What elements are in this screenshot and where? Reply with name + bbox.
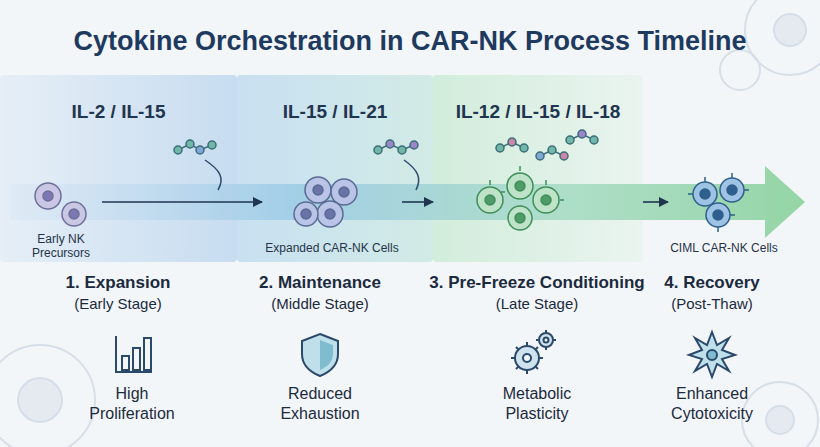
cytokine-molecules [398, 146, 406, 154]
expanded-cells [294, 202, 318, 226]
gears-icon [511, 342, 543, 374]
cell-label: Early NK Precursors [20, 232, 102, 260]
proliferation-icon [116, 336, 152, 372]
expanded-cells [301, 209, 311, 219]
expanded-cells [331, 179, 357, 205]
faint-cell [774, 14, 806, 46]
gears-icon [536, 330, 556, 350]
ciml-cells [727, 185, 737, 195]
stage-band: IL-12 / IL-15 / IL-18 [433, 75, 643, 262]
expanded-cells [313, 185, 323, 195]
cytokine-molecules [496, 144, 504, 152]
expanded-cells [294, 177, 357, 227]
expanded-cells [317, 201, 343, 227]
cytokine-molecules [536, 152, 544, 160]
conditioned-cells [485, 195, 495, 205]
cytokine-header: IL-12 / IL-15 / IL-18 [433, 101, 643, 123]
expanded-cells [339, 187, 349, 197]
cell-label: CIML CAR-NK Cells [670, 241, 778, 255]
gears-icon [539, 333, 553, 347]
flow-arrow [402, 201, 433, 203]
precursor-cells [69, 209, 79, 219]
precursor-cells [35, 183, 86, 226]
ciml-cells [706, 203, 730, 227]
stage-band: IL-2 / IL-15Early NK Precursors [0, 75, 237, 262]
gears-icon [523, 354, 531, 362]
stage-subtitle: (Post-Thaw) [637, 294, 787, 313]
cytokine-molecules [374, 146, 382, 154]
cytokine-molecules [208, 141, 216, 149]
cytokine-molecules [548, 146, 556, 154]
outcome-label: High Proliferation [80, 384, 184, 424]
cytokine-molecules [578, 130, 586, 138]
cytokine-molecules [196, 146, 204, 154]
proliferation-icon [122, 356, 129, 370]
flow-arrow [102, 201, 262, 203]
proliferation-icon [144, 338, 151, 370]
shield-icon [302, 334, 338, 376]
conditioned-cells [477, 187, 503, 213]
outcome-label: Enhanced Cytotoxicity [658, 384, 766, 424]
shield-icon [320, 340, 333, 370]
conditioned-cells [541, 195, 551, 205]
stage-title: 3. Pre-Freeze Conditioning [422, 272, 652, 293]
cytokine-molecules [186, 140, 194, 148]
ciml-cells [700, 189, 710, 199]
ciml-cells [720, 178, 744, 202]
precursor-cells [35, 183, 61, 209]
faint-cell [18, 378, 62, 422]
cytokine-molecules [520, 144, 528, 152]
cytokine-molecules [410, 141, 418, 149]
precursor-cells [43, 191, 53, 201]
cytokine-molecules [508, 138, 516, 146]
expanded-cells [325, 209, 335, 219]
cytokine-header: IL-15 / IL-21 [237, 101, 433, 123]
cytokine-molecules [566, 136, 574, 144]
stage-title: 1. Expansion [18, 272, 218, 293]
ciml-cells [688, 173, 749, 232]
ciml-cells [688, 173, 749, 232]
conditioned-cells [507, 173, 533, 199]
outcome-label: Metabolic Plasticity [485, 384, 589, 424]
cytokine-header: IL-2 / IL-15 [0, 101, 237, 123]
conditioned-cells [533, 187, 559, 213]
ciml-cells [693, 182, 717, 206]
cell-label: Expanded CAR-NK Cells [265, 241, 398, 255]
faint-cell [742, 382, 818, 447]
cytokine-molecules [560, 152, 568, 160]
stage-subtitle: (Late Stage) [437, 294, 637, 313]
diagram-title: Cytokine Orchestration in CAR-NK Process… [0, 26, 820, 57]
shield-icon [302, 334, 338, 376]
stage-subtitle: (Early Stage) [18, 294, 218, 313]
conditioned-cells [508, 206, 532, 230]
faint-cell [0, 345, 95, 447]
stage-band: IL-15 / IL-21Expanded CAR-NK Cells [237, 75, 433, 262]
conditioned-cells [515, 213, 525, 223]
cytotoxicity-icon [689, 332, 735, 377]
faint-cell [766, 406, 794, 434]
cytotoxicity-icon [707, 350, 717, 360]
outcome-label: Reduced Exhaustion [268, 384, 372, 424]
flow-arrow [643, 201, 668, 203]
precursor-cells [62, 202, 86, 226]
stage-subtitle: (Middle Stage) [225, 294, 415, 313]
ciml-cells [713, 210, 723, 220]
conditioned-cells [515, 181, 525, 191]
expanded-cells [305, 177, 331, 203]
gears-icon [544, 338, 549, 343]
cytokine-molecules [386, 140, 394, 148]
gears-icon [511, 330, 556, 374]
stage-title: 2. Maintenance [225, 272, 415, 293]
proliferation-icon [116, 336, 152, 372]
proliferation-icon [133, 348, 140, 370]
cytokine-molecules [174, 146, 182, 154]
cytokine-molecules [590, 136, 598, 144]
cytotoxicity-icon [689, 332, 735, 377]
faint-cell [745, 0, 820, 75]
stage-title: 4. Recovery [637, 272, 787, 293]
